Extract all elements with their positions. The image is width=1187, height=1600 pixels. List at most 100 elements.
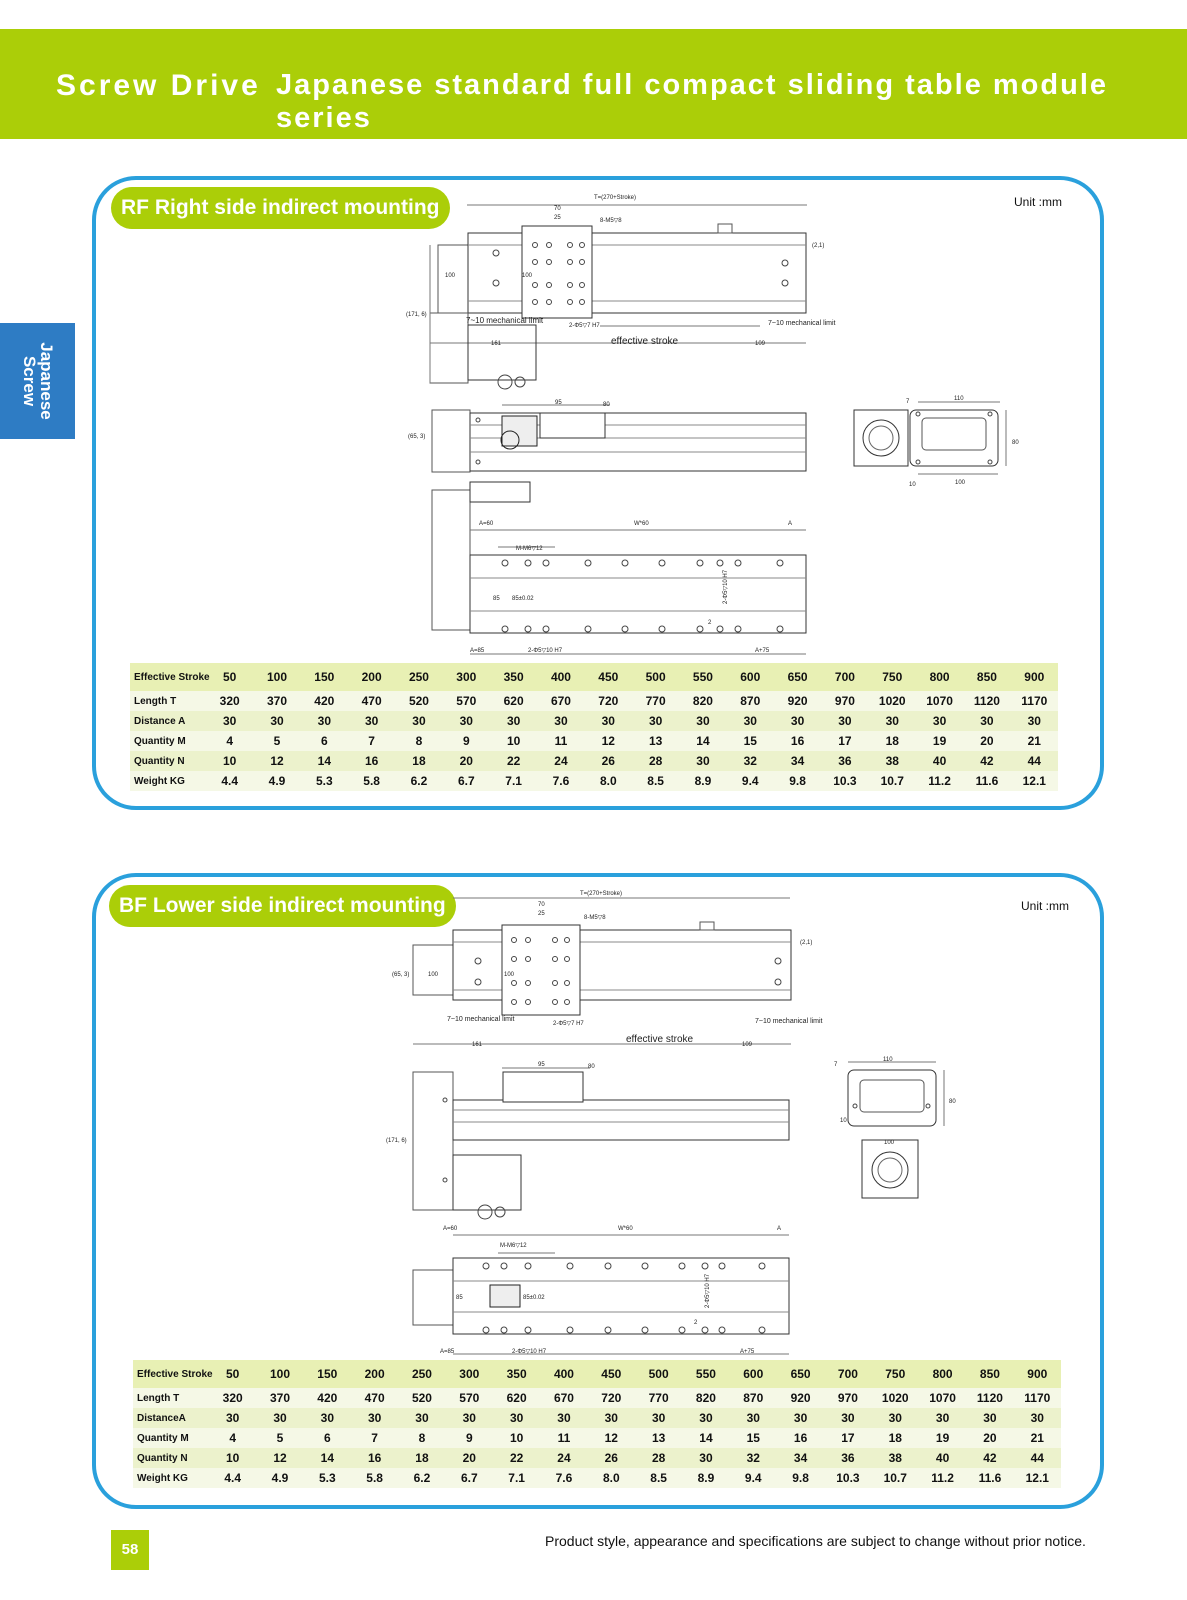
bf-dim-95: 95	[538, 1062, 545, 1068]
bf-dim-25: 25	[538, 911, 545, 917]
rf-end-80: 80	[1012, 440, 1019, 446]
bf-dim-100: 100	[428, 972, 439, 978]
rf-end-10: 10	[909, 482, 916, 488]
rf-bottom-view	[431, 481, 807, 655]
bf-side-view	[412, 1067, 790, 1220]
side-tab[interactable]: Japanese Screw	[0, 323, 75, 439]
rf-dim-95: 95	[555, 400, 562, 406]
rf-unit-label: Unit :mm	[1014, 195, 1062, 209]
rf-dim-171: (171, 6)	[406, 312, 427, 318]
rf-dim-total: T=(270+Stroke)	[594, 195, 636, 201]
rf-dim-161: 161	[491, 341, 502, 347]
bf-dim-a60: A=60	[443, 1226, 458, 1232]
bf-dim-pin: 2-Φ5▽7 H7	[553, 1021, 584, 1027]
bf-hdr-weight: Weight KG	[133, 1468, 209, 1488]
bf-end-10: 10	[840, 1118, 847, 1124]
rf-dim-mech-left: 7~10 mechanical limit	[466, 316, 544, 325]
bf-dim-pin2: 2-Φ5▽10 H7	[705, 1273, 711, 1308]
bf-dim-100b: 100	[504, 972, 515, 978]
rf-end-view	[853, 401, 1007, 475]
bf-end-100: 100	[884, 1140, 895, 1146]
bf-dim-85tol: 85±0.02	[523, 1295, 545, 1301]
bf-dim-holes: 8-M5▽8	[584, 915, 606, 921]
bf-dim-70: 70	[538, 902, 545, 908]
bf-hdr-length: Length T	[133, 1388, 209, 1408]
bf-dim-161: 161	[472, 1042, 483, 1048]
series-title: Japanese standard full compact sliding t…	[276, 69, 1108, 134]
rf-dim-holes: 8-M5▽8	[600, 218, 622, 224]
rf-dim-80: 80	[603, 402, 610, 408]
rf-dim-effective: effective stroke	[611, 336, 679, 347]
bf-dim-mech-left: 7~10 mechanical limit	[447, 1016, 515, 1023]
bf-hdr-qty-m: Quantity M	[133, 1428, 209, 1448]
rf-dim-21: (2,1)	[812, 243, 824, 249]
footer-notice: Product style, appearance and specificat…	[545, 1533, 1086, 1549]
bf-hdr-qty-n: Quantity N	[133, 1448, 209, 1468]
rf-hdr-distance: Distance A	[130, 711, 206, 731]
bf-dim-m6: M-M6▽12	[500, 1243, 527, 1249]
bf-hdr-stroke: Effective Stroke	[133, 1360, 213, 1388]
brand-title: Screw Drive	[56, 69, 261, 102]
page-header: Screw Drive Japanese standard full compa…	[0, 29, 1187, 139]
rf-hdr-qty-m: Quantity M	[130, 731, 206, 751]
rf-hdr-stroke: Effective Stroke	[130, 663, 210, 691]
rf-hdr-length: Length T	[130, 691, 206, 711]
rf-hdr-qty-n: Quantity N	[130, 751, 206, 771]
bf-dim-pinb: 2-Φ5▽10 H7	[512, 1349, 547, 1355]
rf-dim-a75: A+75	[755, 648, 770, 654]
rf-dim-a60: A=60	[479, 521, 494, 527]
bf-dim-653: (65, 3)	[392, 972, 409, 978]
bf-top-view	[412, 897, 792, 1045]
bf-unit-label: Unit :mm	[1021, 899, 1069, 913]
bf-end-80: 80	[949, 1099, 956, 1105]
rf-dim-pinb: 2-Φ5▽10 H7	[528, 648, 563, 654]
bf-dim-a75: A+75	[740, 1349, 755, 1355]
rf-side-view	[431, 404, 807, 473]
rf-dim-25: 25	[554, 215, 561, 221]
rf-dim-w60: W*60	[634, 521, 649, 527]
rf-dim-m6: M-M6▽12	[516, 546, 543, 552]
page-number: 58	[111, 1530, 149, 1570]
bf-dim-21: (2,1)	[800, 940, 812, 946]
bf-dim-a85: A=85	[440, 1349, 455, 1355]
rf-end-7: 7	[906, 399, 910, 405]
rf-top-view	[429, 204, 807, 390]
rf-hdr-weight: Weight KG	[130, 771, 206, 791]
bf-dim-effective: effective stroke	[626, 1034, 694, 1045]
rf-title: RF Right side indirect mounting	[111, 187, 450, 229]
rf-dim-85: 85	[493, 596, 500, 602]
rf-dim-109: 109	[755, 341, 766, 347]
bf-end-7: 7	[834, 1062, 838, 1068]
rf-dim-85tol: 85±0.02	[512, 596, 534, 602]
bf-dim-109: 109	[742, 1042, 753, 1048]
bf-title: BF Lower side indirect mounting	[109, 885, 456, 927]
bf-dim-85: 85	[456, 1295, 463, 1301]
bf-dim-mech-right: 7~10 mechanical limit	[755, 1018, 823, 1025]
bf-end-110: 110	[883, 1057, 893, 1063]
rf-dim-70: 70	[554, 206, 561, 212]
rf-end-100: 100	[955, 480, 966, 486]
bf-hdr-distance: DistanceA	[133, 1408, 209, 1428]
rf-dim-a: A	[788, 521, 792, 527]
bf-dim-80: 80	[588, 1064, 595, 1070]
rf-end-110: 110	[954, 396, 964, 402]
bf-end-view	[847, 1061, 945, 1199]
bf-dim-a: A	[777, 1226, 781, 1232]
rf-dim-pin2: 2-Φ5▽10 H7	[723, 569, 729, 604]
rf-dim-mech-right: 7~10 mechanical limit	[768, 320, 836, 327]
bf-dim-total: T=(270+Stroke)	[580, 891, 622, 897]
rf-dim-2: 2	[708, 620, 712, 626]
